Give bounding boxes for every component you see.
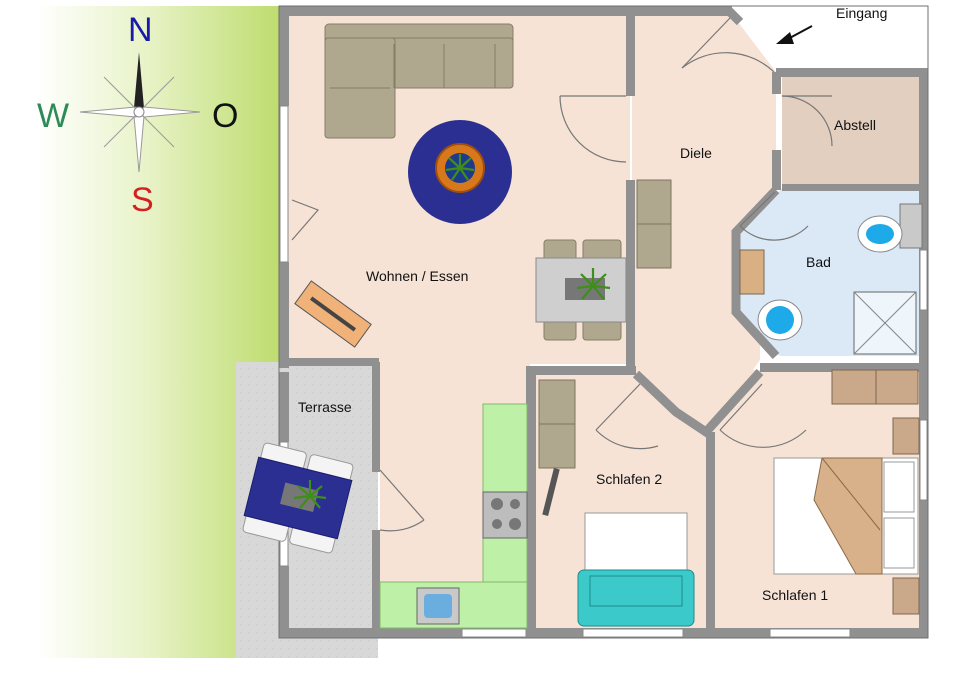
tv-stand (294, 280, 372, 348)
dresser-bedroom1 (831, 369, 920, 615)
bed-bedroom2 (577, 512, 695, 627)
plant-icon (445, 154, 475, 181)
plant-icon (576, 268, 611, 300)
bed-bedroom1 (773, 457, 919, 575)
room-label-bedroom2: Schlafen 2 (596, 471, 662, 487)
room-label-hall: Diele (680, 145, 712, 161)
round-rug (408, 120, 512, 224)
room-label-terrace: Terrasse (298, 399, 352, 415)
sofa (324, 23, 514, 139)
entrance-label: Eingang (836, 5, 887, 21)
compass-west-label: W (37, 97, 69, 135)
wardrobe-bedroom2 (538, 379, 576, 469)
room-label-living: Wohnen / Essen (366, 268, 468, 284)
door-swings (291, 17, 833, 532)
bathroom-fixtures (739, 203, 923, 355)
compass-rose-icon (79, 52, 201, 173)
room-label-bath: Bad (806, 254, 831, 270)
room-label-storage: Abstell (834, 117, 876, 133)
compass-north-label: N (128, 11, 153, 49)
compass-south-label: S (131, 181, 154, 219)
room-label-bedroom1: Schlafen 1 (762, 587, 828, 603)
plant-icon (293, 480, 327, 509)
wall-outlines (278, 5, 929, 639)
compass-east-label: O (212, 97, 238, 135)
kitchen (379, 403, 528, 629)
entrance-arrow-icon (776, 25, 813, 44)
hall-wardrobe (636, 179, 672, 269)
tv-bedroom2 (542, 467, 560, 517)
